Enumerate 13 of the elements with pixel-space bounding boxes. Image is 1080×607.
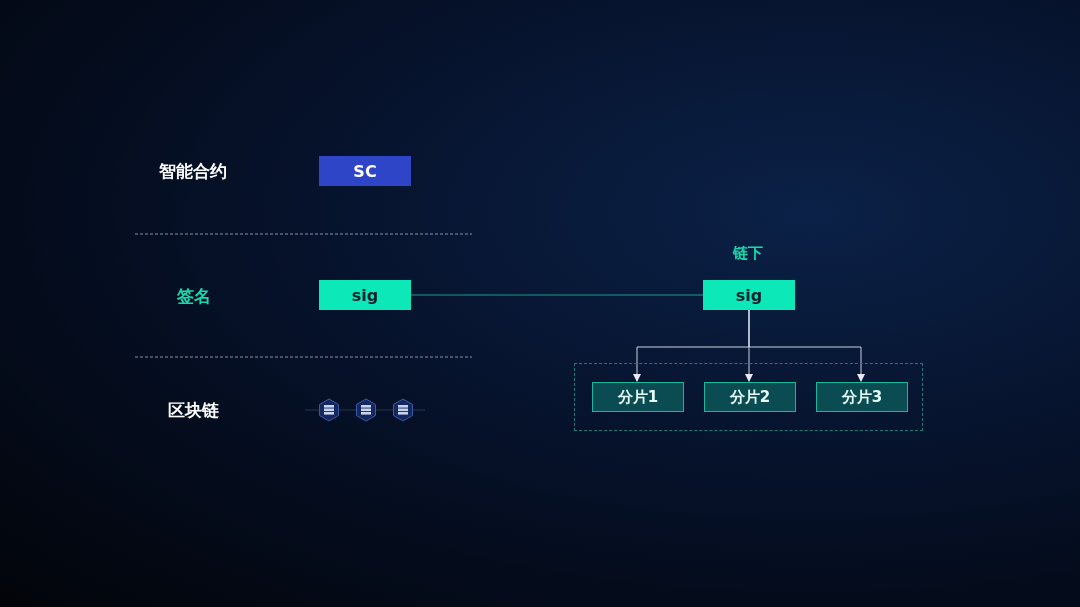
shard-box: 分片1 <box>592 382 684 412</box>
row-label: 区块链 <box>168 399 219 422</box>
row-label: 签名 <box>177 285 211 308</box>
contract-box: SC <box>319 156 411 186</box>
heading-text: 链下 <box>733 244 763 263</box>
row-label: 智能合约 <box>159 160 227 183</box>
shard-box: 分片3 <box>816 382 908 412</box>
shard-box: 分片2 <box>704 382 796 412</box>
arrow <box>748 309 865 382</box>
signature-box: sig <box>319 280 411 310</box>
signature-box: sig <box>703 280 795 310</box>
dashed-group-box <box>574 363 923 431</box>
connector-line <box>410 294 704 296</box>
